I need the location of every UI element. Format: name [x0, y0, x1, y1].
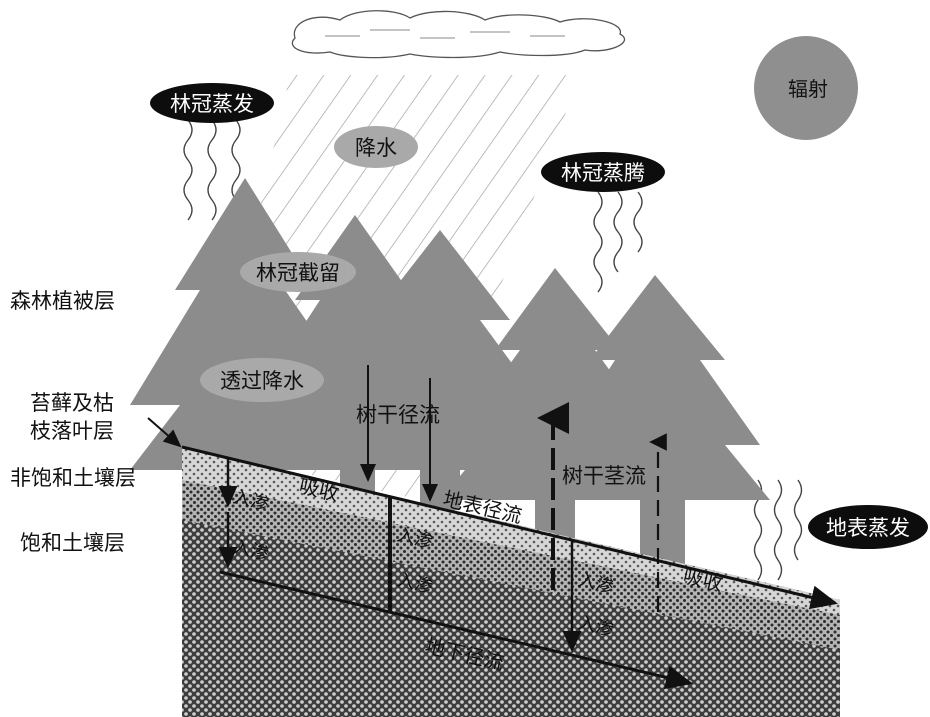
- soil-layers: [182, 447, 840, 717]
- stemflow-label: 树干茎流: [562, 464, 646, 488]
- groundwater-runoff-arrow: [219, 570, 693, 690]
- moss-litter-layer-label-line2: 枝落叶层: [30, 419, 114, 443]
- canopy-evaporation-label: 林冠蒸发: [170, 92, 254, 116]
- moss-litter-layer-label-line1: 苔藓及枯: [30, 391, 114, 415]
- throughfall-label: 透过降水: [220, 369, 304, 393]
- sun-icon: [754, 36, 858, 140]
- cloud-icon: [291, 10, 626, 59]
- surface-evaporation-label: 地表蒸发: [826, 516, 910, 540]
- canopy-transpiration-label: 林冠蒸腾: [561, 161, 645, 185]
- throughfall-badge: [200, 358, 324, 402]
- unsaturated-soil-layer-label: 非饱和土壤层: [10, 466, 136, 490]
- forest-vegetation-layer-label: 森林植被层: [10, 289, 115, 313]
- trunk-runoff-label: 树干径流: [356, 403, 440, 427]
- canopy-transpiration-badge: [541, 152, 665, 192]
- saturated-soil-layer-label: 饱和土壤层: [20, 531, 125, 555]
- canopy-evaporation-badge: [150, 83, 274, 123]
- moss-layer-pointer-arrow: [147, 417, 182, 448]
- radiation-label: 辐射: [788, 77, 828, 101]
- precipitation-badge: [334, 126, 418, 168]
- surface-evaporation-badge: [808, 505, 928, 549]
- canopy-transpiration-wave-icon: [593, 191, 643, 293]
- surface-runoff-arrow: [181, 445, 838, 610]
- canopy-interception-label: 林冠截留: [256, 261, 340, 285]
- canopy-interception-badge: [240, 252, 356, 292]
- precipitation-label: 降水: [355, 136, 397, 160]
